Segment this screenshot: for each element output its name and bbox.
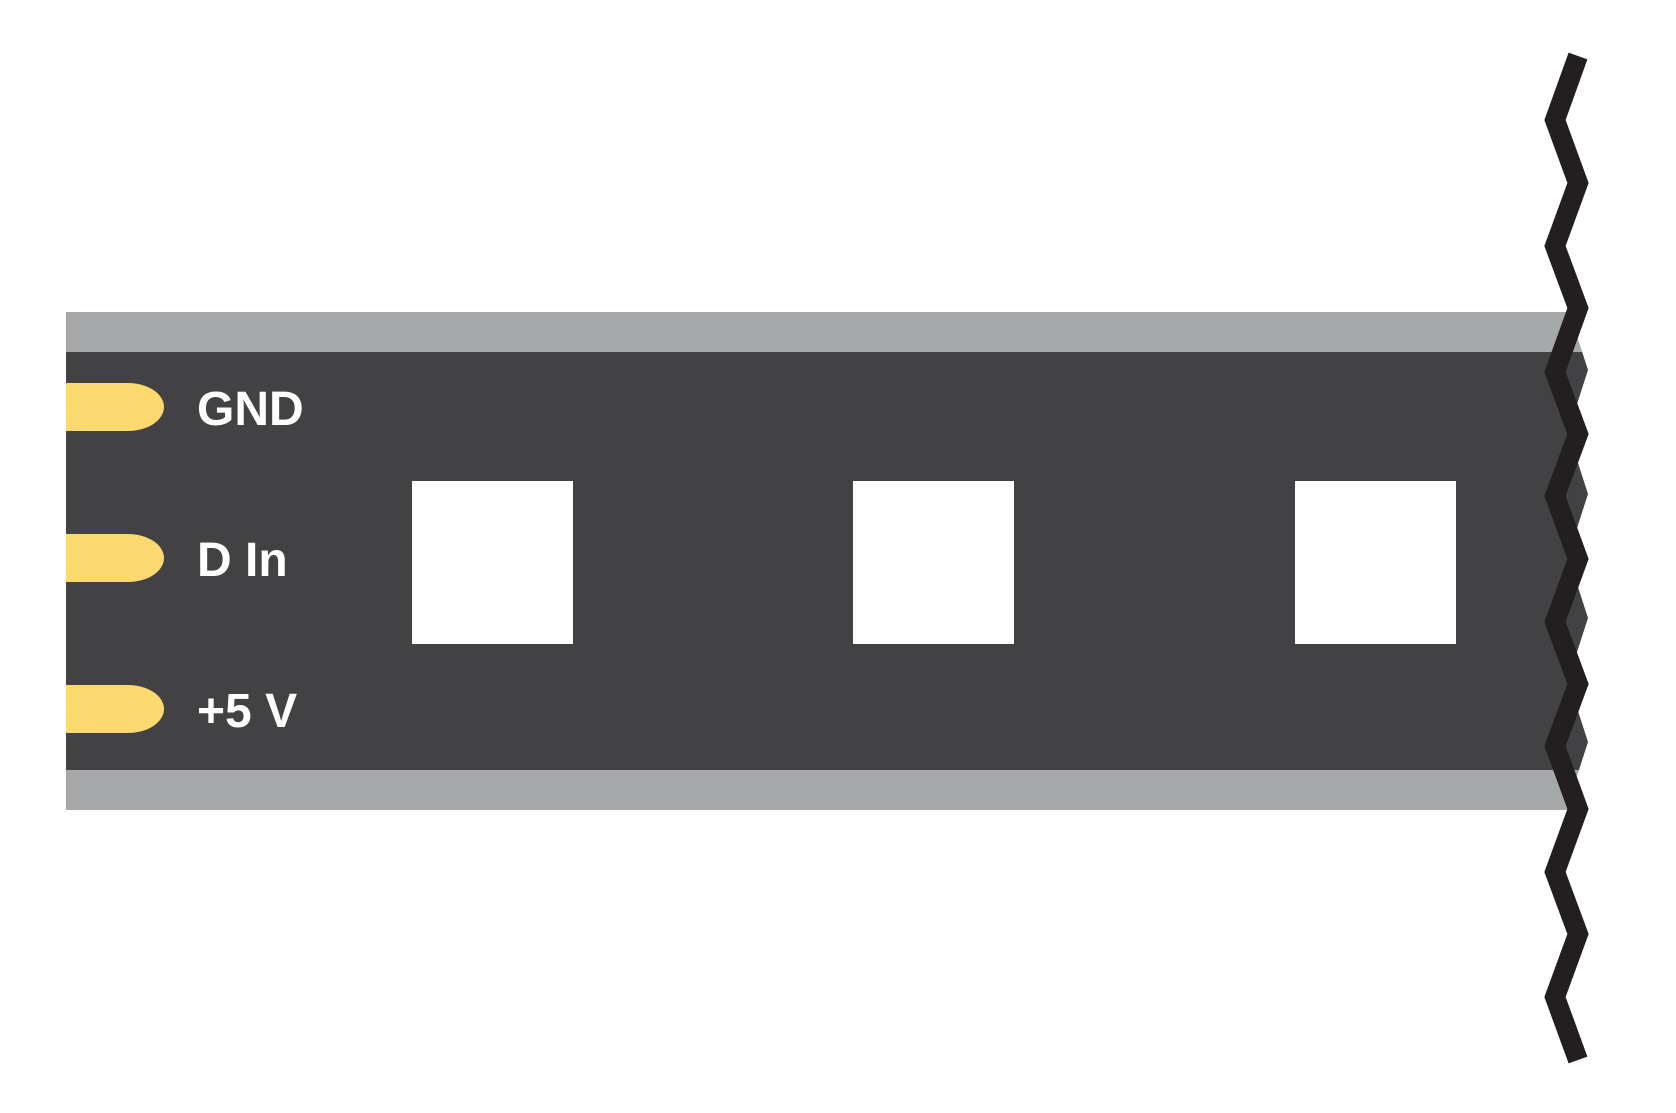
gnd-label: GND xyxy=(197,383,304,436)
strip-top-edge xyxy=(66,312,1588,354)
led-1 xyxy=(412,481,573,644)
led-3 xyxy=(1295,481,1456,644)
plus-5v-pad xyxy=(66,685,164,733)
gnd-pad xyxy=(66,383,164,431)
led-2 xyxy=(853,481,1014,644)
d-in-label: D In xyxy=(197,534,288,587)
strip-bottom-edge xyxy=(66,770,1588,810)
cut-line xyxy=(1544,52,1589,1064)
d-in-pad xyxy=(66,534,164,582)
plus-5v-label: +5 V xyxy=(197,685,297,738)
